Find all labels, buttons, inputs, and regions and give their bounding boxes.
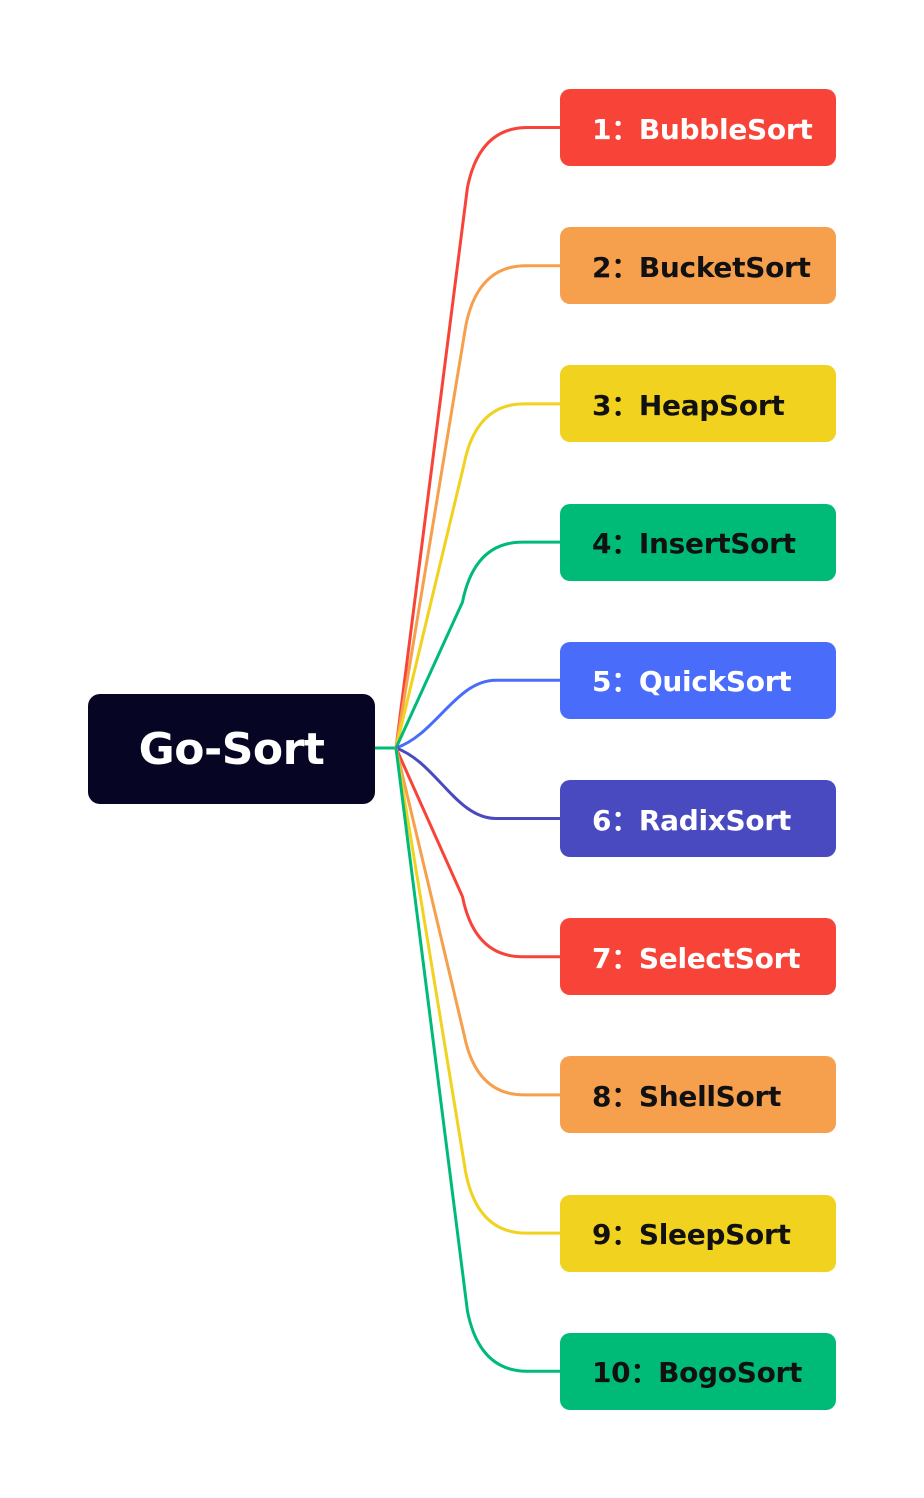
- branch-node-label: 1：BubbleSort: [592, 112, 813, 146]
- branch-node-label: 4：InsertSort: [592, 527, 796, 561]
- connector-line: [394, 402, 560, 749]
- connector-line: [395, 746, 560, 820]
- branch-node-label: 10：BogoSort: [592, 1356, 803, 1390]
- branch-node-label: 9：SleepSort: [592, 1218, 791, 1252]
- root-node-label: Go-Sort: [138, 723, 325, 775]
- connector-line: [394, 747, 560, 1235]
- branch-node[interactable]: 3：HeapSort: [560, 365, 836, 443]
- connector-line: [394, 540, 560, 749]
- branch-node-label: 6：RadixSort: [592, 803, 791, 837]
- branch-node[interactable]: 8：ShellSort: [560, 1056, 836, 1134]
- branch-node[interactable]: 9：SleepSort: [560, 1194, 836, 1272]
- branch-node-label: 7：SelectSort: [592, 941, 801, 975]
- branch-node[interactable]: 2：BucketSort: [560, 227, 836, 305]
- branch-node[interactable]: 6：RadixSort: [560, 780, 836, 857]
- connector-line: [394, 747, 560, 1097]
- branch-node[interactable]: 4：InsertSort: [560, 503, 836, 581]
- branch-node[interactable]: 7：SelectSort: [560, 918, 836, 996]
- connector-line: [394, 747, 560, 1373]
- root-node[interactable]: Go-Sort: [88, 694, 375, 804]
- branch-node-label: 8：ShellSort: [592, 1079, 782, 1113]
- connector-line: [394, 264, 560, 749]
- connector-line: [395, 678, 560, 750]
- branch-node[interactable]: 5：QuickSort: [560, 641, 836, 719]
- branch-node[interactable]: 1：BubbleSort: [560, 89, 836, 166]
- connector-line: [394, 747, 560, 959]
- branch-node-label: 3：HeapSort: [592, 388, 785, 422]
- branch-node-label: 5：QuickSort: [592, 665, 792, 699]
- connector-line: [394, 126, 560, 749]
- branch-node[interactable]: 10：BogoSort: [560, 1332, 836, 1410]
- branch-node-label: 2：BucketSort: [592, 250, 811, 284]
